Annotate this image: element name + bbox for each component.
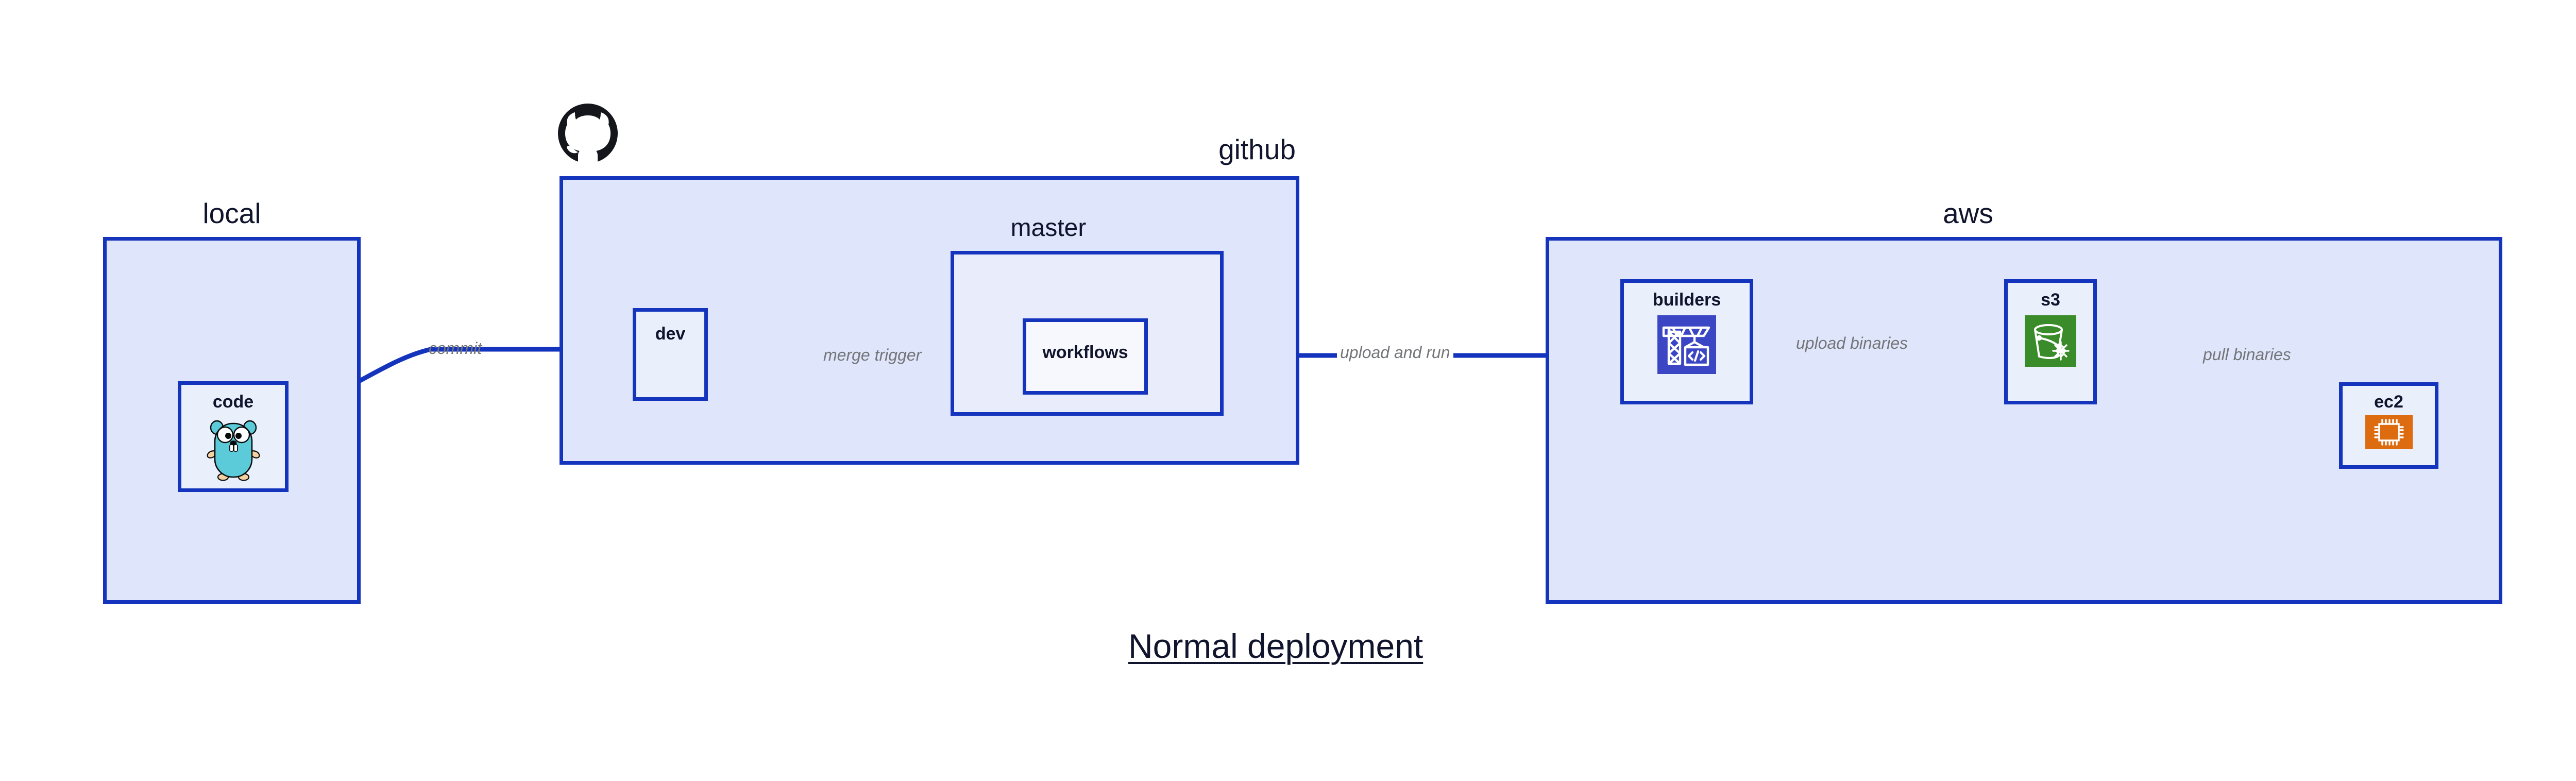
node-label-code: code: [212, 392, 254, 412]
edge-label-upload-binaries: upload binaries: [1793, 335, 1911, 351]
cpu-chip-icon: [2365, 415, 2413, 452]
node-label-builders: builders: [1652, 290, 1721, 310]
node-s3[interactable]: s3: [2004, 279, 2097, 404]
s3-bucket-icon: [2025, 315, 2076, 369]
zone-label-master: master: [1010, 214, 1087, 242]
node-builders[interactable]: builders: [1620, 279, 1753, 404]
node-code[interactable]: code: [178, 381, 289, 492]
zone-label-local: local: [202, 197, 261, 229]
page-title: Normal deployment: [1128, 627, 1423, 665]
crane-code-icon: [1657, 315, 1716, 377]
go-gopher-icon: [206, 415, 261, 484]
zone-label-aws: aws: [1943, 197, 1993, 229]
node-label-s3: s3: [2041, 290, 2060, 310]
github-octocat-icon: [556, 102, 619, 167]
edge-label-commit: commit: [429, 339, 482, 358]
node-label-ec2: ec2: [2374, 392, 2403, 412]
node-ec2[interactable]: ec2: [2339, 382, 2438, 469]
edge-label-pull-binaries: pull binaries: [2200, 346, 2294, 363]
node-label-dev: dev: [655, 324, 686, 344]
node-workflows[interactable]: workflows: [1023, 318, 1148, 395]
node-dev[interactable]: dev: [633, 308, 708, 401]
node-label-workflows: workflows: [1042, 343, 1128, 362]
edge-label-upload-and-run: upload and run: [1337, 344, 1453, 361]
zone-label-github: github: [1218, 133, 1296, 165]
edge-label-merge-trigger: merge trigger: [820, 347, 925, 363]
